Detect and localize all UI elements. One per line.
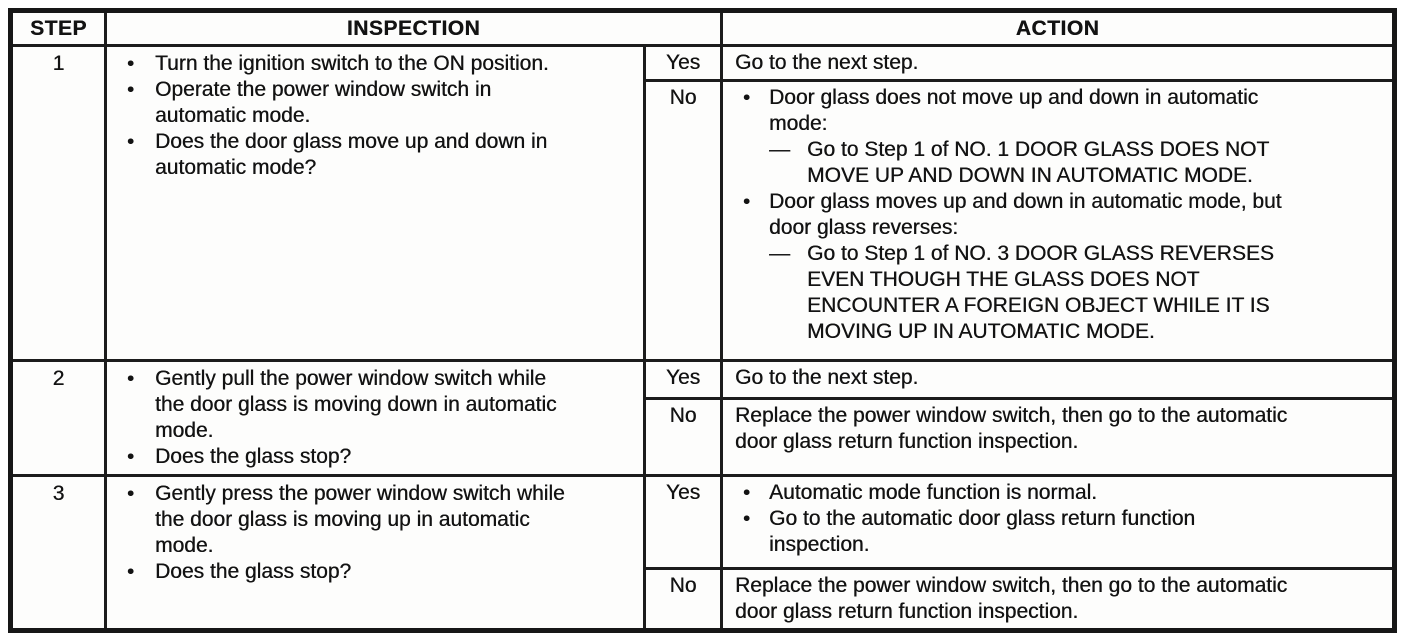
action-bullet-item: • Automatic mode function is normal. — [735, 480, 1384, 506]
inspection-bullet-item: • Does the glass stop? — [125, 559, 637, 585]
text-line: Does the glass stop? — [155, 445, 352, 468]
bullet-icon: • — [743, 508, 751, 530]
text-line: MOVING UP IN AUTOMATIC MODE. — [807, 320, 1155, 343]
step2-no-row: No Replace the power window switch, then… — [11, 397, 1397, 477]
inspection-bullet-item: • Gently pull the power window switch wh… — [125, 366, 637, 444]
bullet-icon: • — [127, 368, 135, 390]
action-cell: Go to the next step. — [720, 359, 1397, 400]
column-header-step: STEP — [9, 9, 107, 47]
bullet-icon: • — [127, 131, 135, 153]
text-line: inspection. — [769, 533, 870, 556]
bullet-icon: • — [127, 561, 135, 583]
sub-reference-item: — Go to Step 1 of NO. 3 DOOR GLASS REVER… — [769, 241, 1281, 345]
yes-cell: Yes — [642, 359, 724, 400]
troubleshooting-table: STEP INSPECTION ACTION 1 • Turn the igni… — [8, 8, 1398, 633]
text-line: MOVE UP AND DOWN IN AUTOMATIC MODE. — [807, 164, 1253, 187]
table-header-row: STEP INSPECTION ACTION — [9, 9, 1397, 47]
bullet-icon: • — [743, 191, 751, 213]
step1-yes-row: 1 • Turn the ignition switch to the ON p… — [9, 44, 1397, 362]
text-line: Turn the ignition switch to the ON posit… — [155, 52, 549, 75]
text-line: Operate the power window switch in — [155, 78, 492, 101]
action-cell: Go to the next step. — [720, 44, 1397, 82]
text-line: Gently press the power window switch whi… — [155, 482, 565, 505]
text-line: Go to the next step. — [735, 51, 919, 74]
step2-yes-row: 2 • Gently pull the power window switch … — [9, 359, 1397, 477]
inspection-cell: • Gently pull the power window switch wh… — [104, 359, 646, 477]
text-line: the door glass is moving up in automatic — [155, 508, 530, 531]
step1-no-row: No • Door glass does not move up and dow… — [11, 79, 1397, 362]
inspection-bullet-item: • Does the door glass move up and down i… — [125, 129, 637, 181]
bullet-icon: • — [743, 482, 751, 504]
yes-cell: Yes — [642, 474, 724, 570]
text-line: Go to the automatic door glass return fu… — [769, 507, 1196, 530]
action-cell: • Door glass does not move up and down i… — [720, 79, 1397, 362]
text-line: Gently pull the power window switch whil… — [155, 367, 547, 390]
inspection-bullet-item: • Gently press the power window switch w… — [125, 481, 637, 559]
bullet-icon: • — [127, 79, 135, 101]
dash-icon: — — [769, 242, 791, 265]
step3-no-row: No Replace the power window switch, then… — [11, 567, 1397, 632]
text-line: the door glass is moving down in automat… — [155, 393, 557, 416]
bullet-icon: • — [127, 446, 135, 468]
action-cell: • Automatic mode function is normal. • G… — [720, 474, 1397, 570]
text-line: Replace the power window switch, then go… — [735, 574, 1288, 597]
text-line: Door glass does not move up and down in … — [769, 86, 1259, 109]
text-line: EVEN THOUGH THE GLASS DOES NOT — [807, 268, 1200, 291]
text-line: Does the door glass move up and down in — [155, 130, 548, 153]
inspection-bullet-item: • Operate the power window switch in aut… — [125, 77, 637, 129]
inspection-bullet-item: • Turn the ignition switch to the ON pos… — [125, 51, 637, 77]
text-line: mode: — [769, 112, 828, 135]
text-line: Does the glass stop? — [155, 560, 352, 583]
text-line: mode. — [155, 534, 214, 557]
bullet-icon: • — [127, 483, 135, 505]
text-line: automatic mode. — [155, 104, 311, 127]
step-number-cell: 1 — [9, 44, 107, 362]
text-line: Go to the next step. — [735, 366, 919, 389]
text-line: door glass return function inspection. — [735, 430, 1079, 453]
bullet-icon: • — [743, 87, 751, 109]
step3-yes-row: 3 • Gently press the power window switch… — [9, 474, 1397, 632]
action-bullet-item: • Door glass does not move up and down i… — [735, 85, 1384, 189]
text-line: Go to Step 1 of NO. 1 DOOR GLASS DOES NO… — [807, 138, 1270, 161]
action-cell: Replace the power window switch, then go… — [720, 567, 1397, 632]
inspection-bullet-item: • Does the glass stop? — [125, 444, 637, 470]
step-number-cell: 2 — [9, 359, 107, 477]
no-cell: No — [642, 397, 724, 477]
sub-reference-item: — Go to Step 1 of NO. 1 DOOR GLASS DOES … — [769, 137, 1269, 189]
text-line: automatic mode? — [155, 156, 317, 179]
action-bullet-item: • Go to the automatic door glass return … — [735, 506, 1384, 558]
column-header-action: ACTION — [720, 9, 1397, 47]
step-number-cell: 3 — [9, 474, 107, 632]
text-line: Door glass moves up and down in automati… — [769, 190, 1282, 213]
document-page: STEP INSPECTION ACTION 1 • Turn the igni… — [8, 8, 1398, 633]
text-line: mode. — [155, 419, 214, 442]
text-line: ENCOUNTER A FOREIGN OBJECT WHILE IT IS — [807, 294, 1270, 317]
dash-icon: — — [769, 138, 791, 161]
no-cell: No — [642, 79, 724, 362]
text-line: door glass reverses: — [769, 216, 959, 239]
bullet-icon: • — [127, 53, 135, 75]
text-line: Automatic mode function is normal. — [769, 481, 1097, 504]
column-header-inspection: INSPECTION — [103, 9, 724, 47]
text-line: Go to Step 1 of NO. 3 DOOR GLASS REVERSE… — [807, 242, 1274, 265]
action-cell: Replace the power window switch, then go… — [720, 397, 1397, 477]
inspection-cell: • Gently press the power window switch w… — [104, 474, 646, 632]
inspection-cell: • Turn the ignition switch to the ON pos… — [104, 44, 646, 362]
action-bullet-item: • Door glass moves up and down in automa… — [735, 189, 1384, 345]
yes-cell: Yes — [642, 44, 724, 82]
text-line: Replace the power window switch, then go… — [735, 404, 1288, 427]
text-line: door glass return function inspection. — [735, 600, 1079, 623]
no-cell: No — [642, 567, 724, 632]
